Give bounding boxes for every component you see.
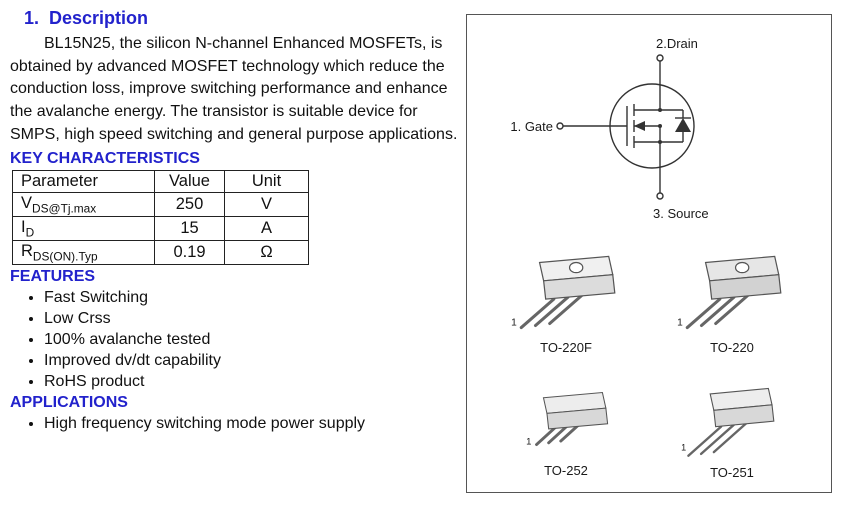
table-row: RDS(ON).Typ 0.19 Ω — [12, 240, 309, 266]
parameter-symbol: R — [21, 242, 33, 261]
pin1-marker: 1 — [511, 318, 517, 329]
list-item: Fast Switching — [44, 289, 462, 307]
package-to220f: 1 TO-220F — [483, 248, 649, 355]
unit-cell: A — [224, 215, 309, 242]
mosfet-symbol-diagram: 2.Drain 1. Gate 3. Source — [510, 36, 709, 221]
applications-list: High frequency switching mode power supp… — [10, 415, 462, 433]
gate-pin-label: 1. Gate — [510, 119, 553, 134]
package-to220f-drawing: 1 — [511, 255, 616, 330]
package-label: TO-220F — [540, 340, 592, 355]
table-header-row: Parameter Value Unit — [12, 169, 309, 193]
package-to251-drawing: 1 — [681, 387, 775, 457]
parameter-subscript: D — [25, 225, 35, 240]
source-pin-label: 3. Source — [653, 206, 709, 221]
applications-heading: APPLICATIONS — [10, 394, 128, 412]
key-characteristics-heading: KEY CHARACTERISTICS — [10, 149, 200, 167]
package-diagram-panel: 2.Drain 1. Gate 3. Source 1 — [466, 14, 832, 493]
pin1-marker: 1 — [681, 442, 686, 452]
table-row: ID 15 A — [12, 215, 309, 242]
value-cell: 15 — [154, 215, 225, 242]
package-to252-drawing: 1 — [526, 391, 609, 448]
table-row: VDS@Tj.max 250 V — [12, 191, 309, 217]
package-label: TO-252 — [544, 463, 588, 478]
package-label: TO-251 — [710, 465, 754, 480]
unit-cell: V — [224, 191, 309, 217]
package-to220: 1 TO-220 — [649, 248, 815, 355]
list-item: 100% avalanche tested — [44, 331, 462, 349]
parameter-symbol: I — [21, 217, 26, 236]
package-to220-drawing: 1 — [677, 255, 782, 330]
features-heading: FEATURES — [10, 268, 96, 286]
parameter-subscript: DS@Tj.max — [32, 200, 97, 215]
parameter-symbol: V — [21, 193, 33, 212]
list-item: Improved dv/dt capability — [44, 352, 462, 370]
list-item: Low Crss — [44, 310, 462, 328]
mosfet-symbol-area: 2.Drain 1. Gate 3. Source — [467, 21, 831, 234]
key-characteristics-table: Parameter Value Unit VDS@Tj.max 250 V ID… — [12, 169, 309, 266]
parameter-cell: ID — [12, 215, 155, 242]
package-label: TO-220 — [710, 340, 754, 355]
package-grid: 1 TO-220F 1 TO-220 — [467, 248, 831, 480]
column-header-unit: Unit — [224, 169, 309, 193]
parameter-cell: VDS@Tj.max — [12, 191, 155, 217]
unit-cell: Ω — [224, 240, 309, 266]
package-to252: 1 TO-252 — [483, 383, 649, 480]
column-header-value: Value — [154, 169, 225, 193]
description-heading: 1. Description — [24, 8, 149, 28]
value-cell: 250 — [154, 191, 225, 217]
parameter-cell: RDS(ON).Typ — [12, 240, 155, 266]
list-item: RoHS product — [44, 373, 462, 391]
parameter-subscript: DS(ON).Typ — [32, 249, 98, 264]
pin1-marker: 1 — [677, 318, 683, 329]
pin1-marker: 1 — [526, 437, 531, 448]
drain-pin-label: 2.Drain — [656, 36, 698, 51]
text-column: 1. Description BL15N25, the silicon N-ch… — [10, 4, 462, 436]
package-to251: 1 TO-251 — [649, 383, 815, 480]
list-item: High frequency switching mode power supp… — [44, 415, 462, 433]
features-list: Fast Switching Low Crss 100% avalanche t… — [10, 289, 462, 391]
description-paragraph: BL15N25, the silicon N-channel Enhanced … — [10, 35, 458, 143]
value-cell: 0.19 — [154, 240, 225, 266]
column-header-parameter: Parameter — [12, 169, 155, 193]
